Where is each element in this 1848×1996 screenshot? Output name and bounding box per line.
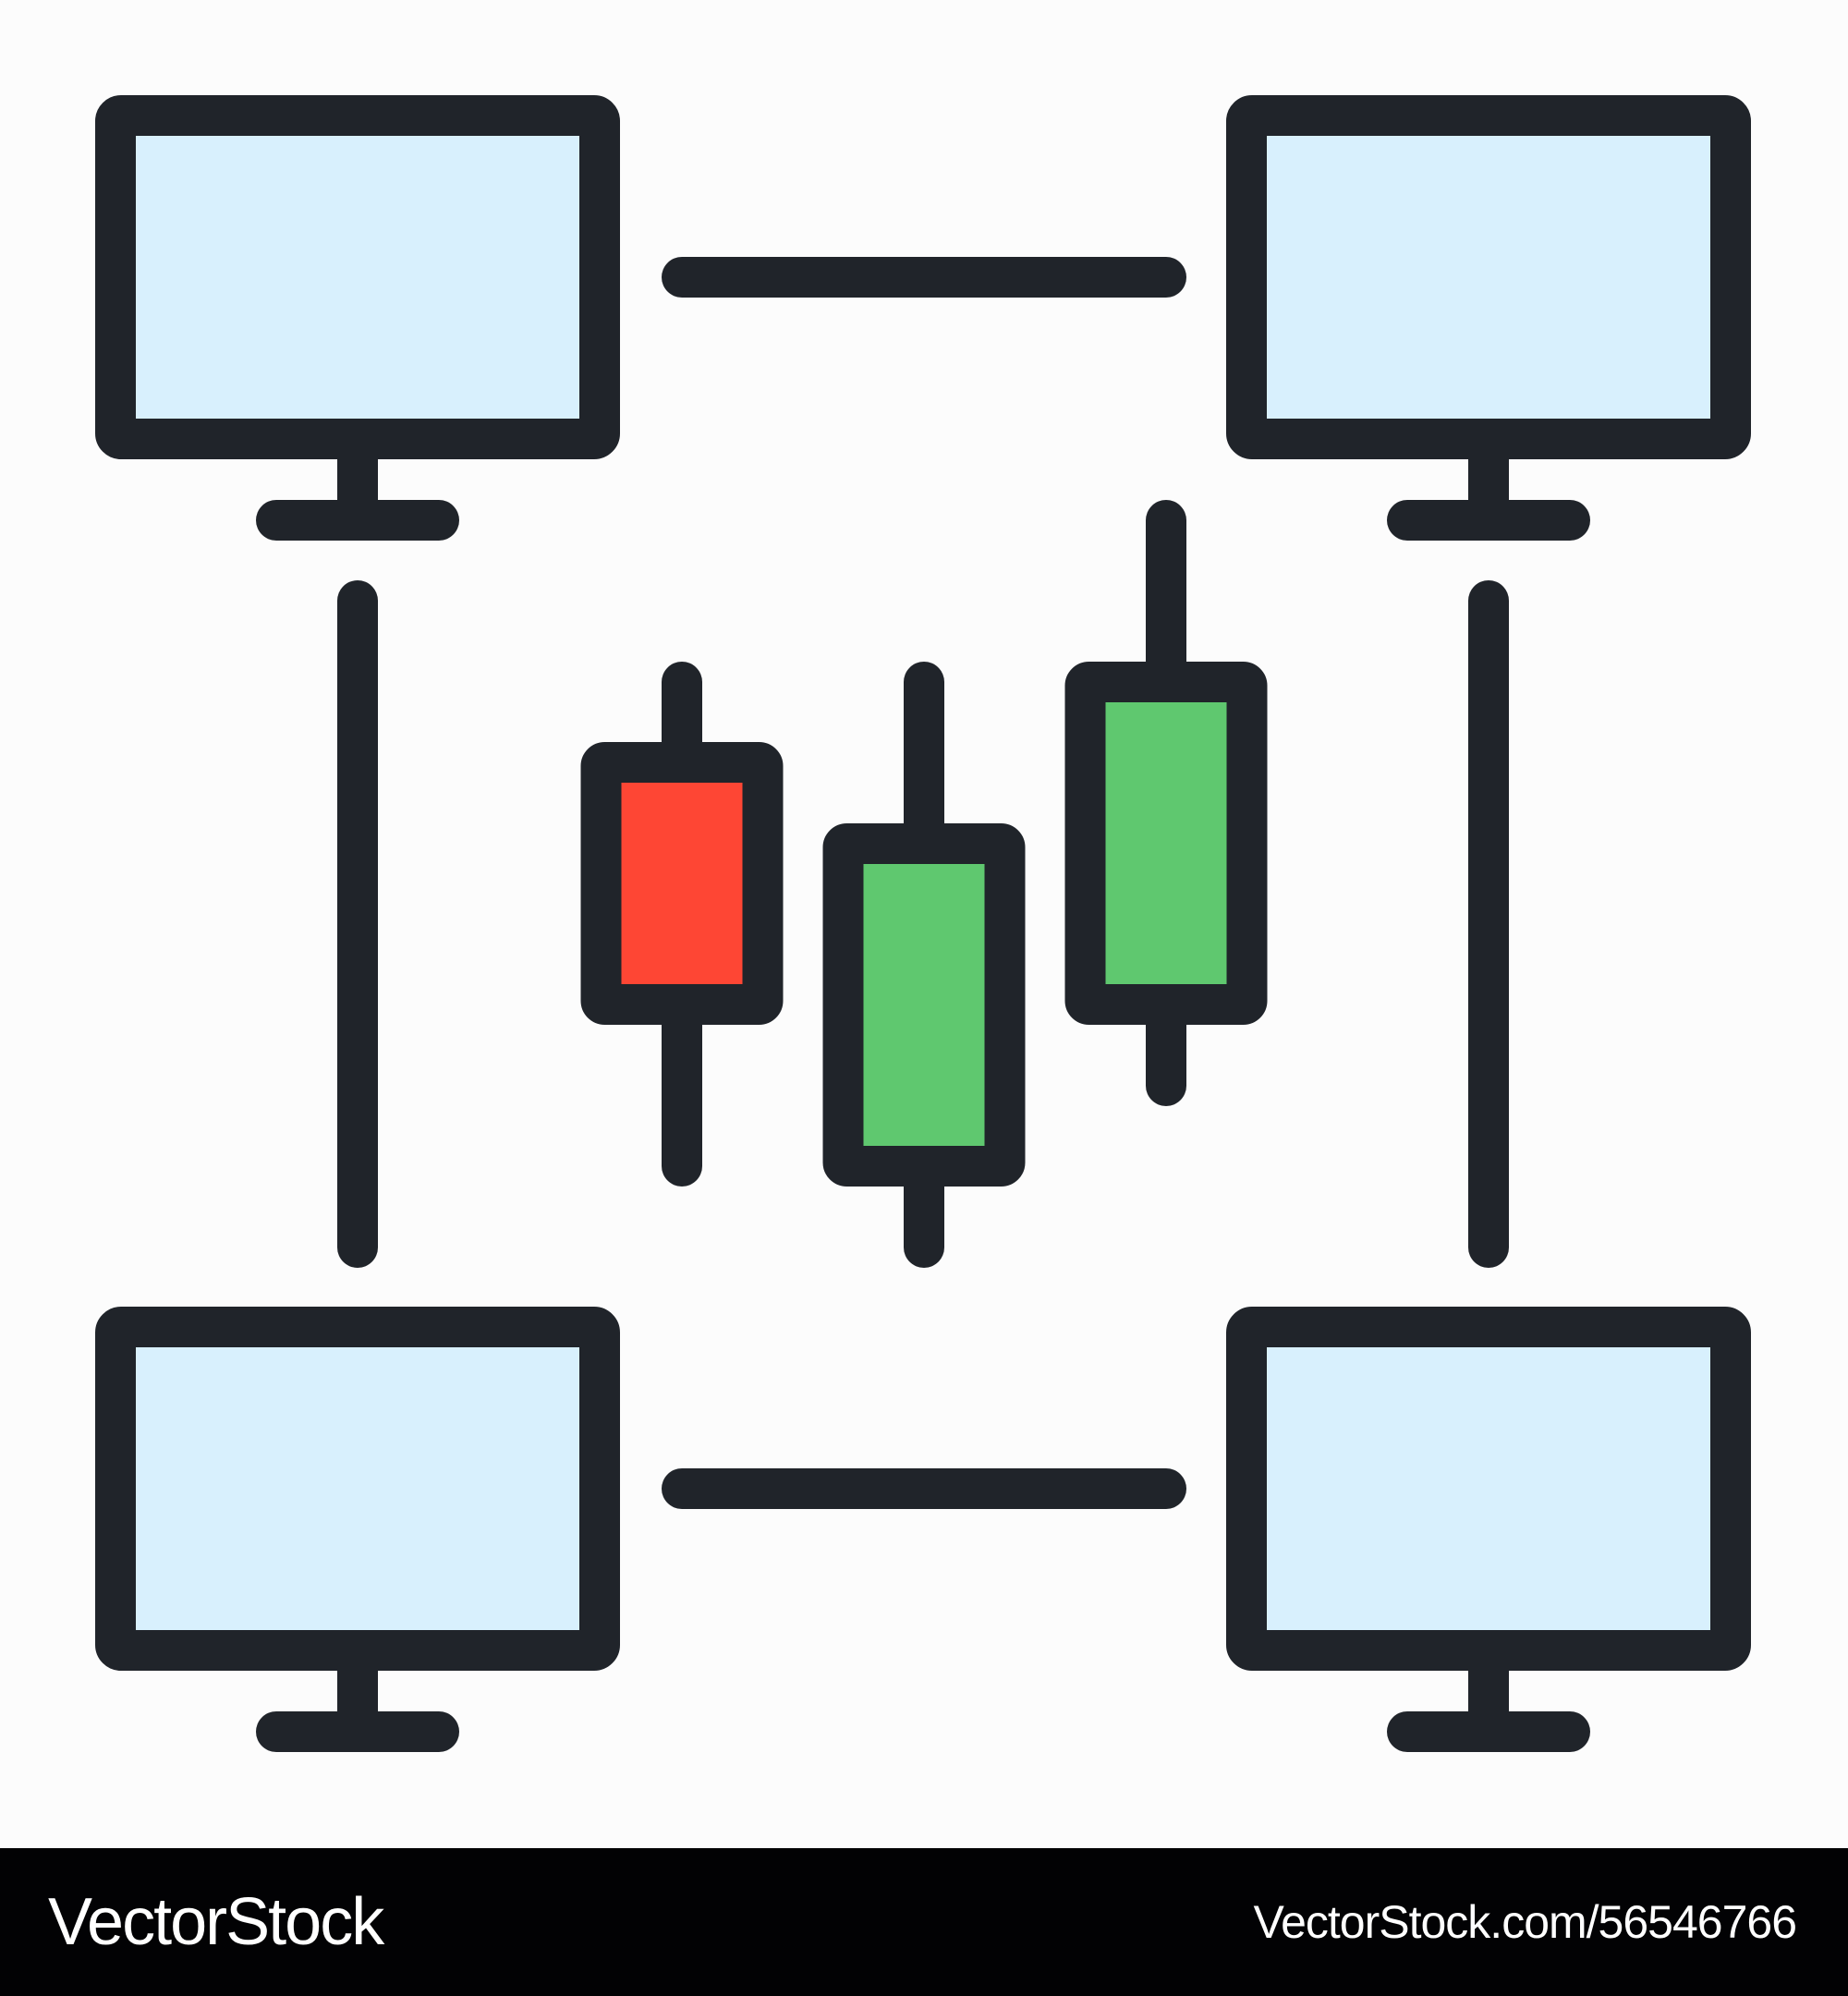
network-connections: [337, 257, 1509, 1509]
monitor-icon: [1226, 1307, 1751, 1752]
candle-body: [822, 823, 1026, 1187]
monitor-screen: [95, 95, 620, 459]
candlestick-chart: [580, 500, 1268, 1268]
monitor-icon: [1226, 95, 1751, 541]
network-trading-icon: [95, 95, 1751, 1752]
candle-body: [1064, 662, 1268, 1025]
watermark-footer: VectorStock VectorStock.com/56546766: [0, 1848, 1848, 1996]
monitor-screen: [1226, 1307, 1751, 1671]
monitor-screen: [1226, 95, 1751, 459]
brand-logo: VectorStock: [48, 1885, 384, 1959]
bullish-candle-icon: [1064, 500, 1268, 1106]
monitors: [95, 95, 1751, 1752]
monitor-screen: [95, 1307, 620, 1671]
candle-body: [580, 742, 784, 1025]
monitor-icon: [95, 95, 620, 541]
image-credit: VectorStock.com/56546766: [1253, 1896, 1797, 1948]
monitor-icon: [95, 1307, 620, 1752]
bearish-candle-icon: [580, 662, 784, 1187]
bullish-candle-icon: [822, 662, 1026, 1268]
